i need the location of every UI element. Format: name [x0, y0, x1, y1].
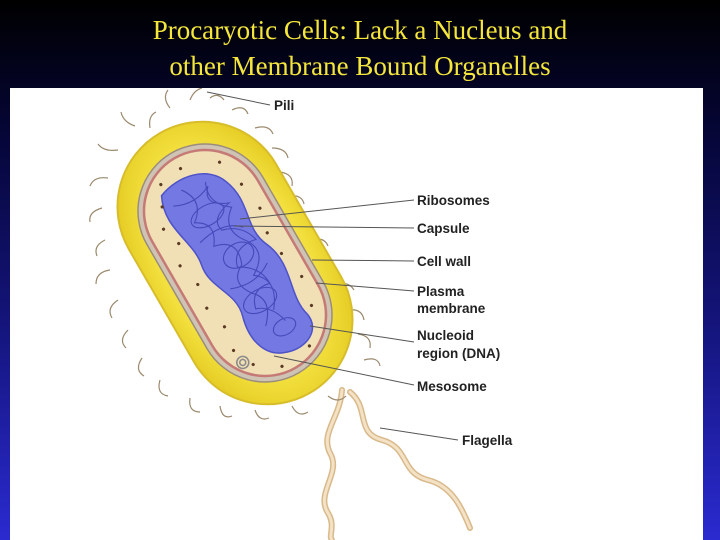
label-capsule: Capsule [417, 221, 470, 236]
label-pili: Pili [274, 98, 294, 113]
diagram-panel: Pili Ribosomes Capsule Cell wall Plasma … [10, 88, 703, 540]
cell-body [116, 120, 354, 406]
label-nucleoid-line1: Nucleoid [417, 328, 474, 343]
label-cell-wall: Cell wall [417, 254, 471, 269]
label-mesosome: Mesosome [417, 379, 487, 394]
label-plasma-membrane-line2: membrane [417, 301, 486, 316]
mesosome [236, 355, 250, 370]
pili [89, 88, 381, 420]
ribosomes [159, 160, 314, 368]
slide-title-line-1: Procaryotic Cells: Lack a Nucleus and [152, 15, 568, 45]
nucleoid-dna [160, 173, 314, 354]
slide-title: Procaryotic Cells: Lack a Nucleus and ot… [0, 12, 720, 84]
leader-lines [206, 91, 459, 441]
label-plasma-membrane-line1: Plasma [417, 284, 465, 299]
flagella [321, 387, 473, 540]
label-nucleoid-line2: region (DNA) [417, 346, 500, 361]
label-ribosomes: Ribosomes [417, 193, 490, 208]
bacterium-diagram: Pili Ribosomes Capsule Cell wall Plasma … [89, 88, 513, 540]
label-flagella: Flagella [462, 433, 513, 448]
slide-title-line-2: other Membrane Bound Organelles [169, 51, 551, 81]
